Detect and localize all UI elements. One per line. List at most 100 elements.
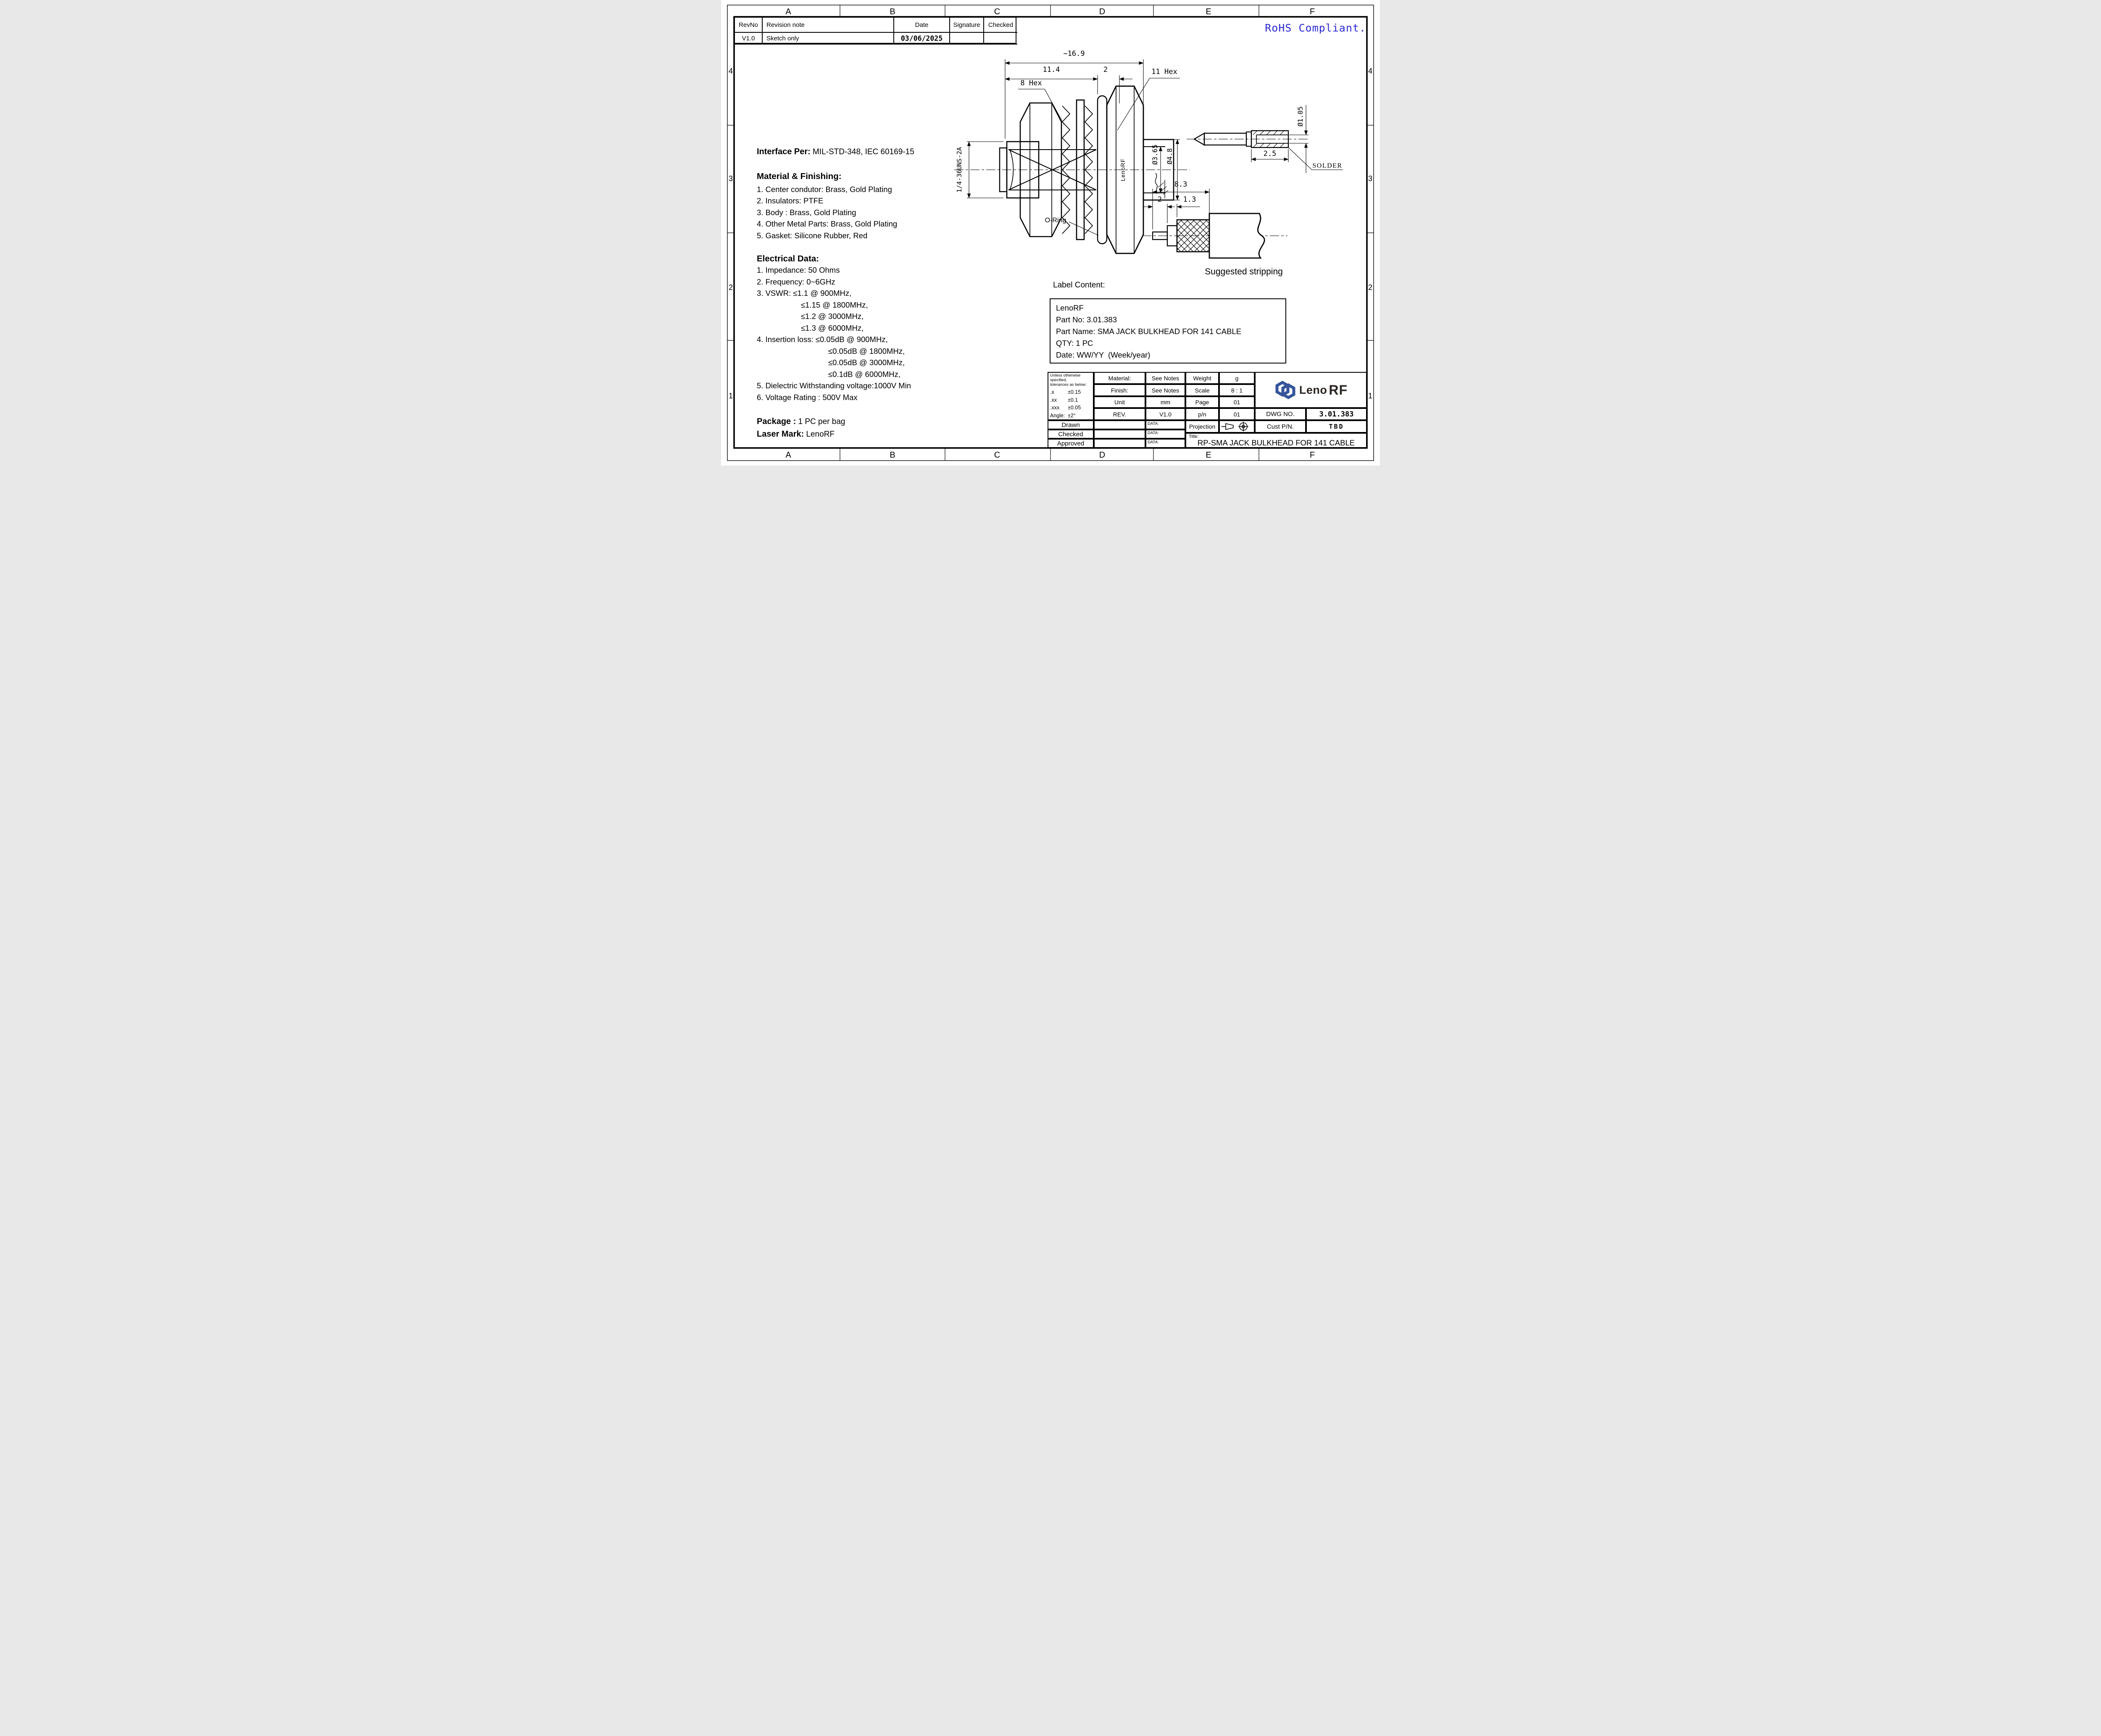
threaded-body (1006, 141, 1040, 199)
electrical-item: 5. Dielectric Withstanding voltage:1000V… (757, 381, 911, 390)
electrical-heading: Electrical Data: (757, 254, 819, 263)
pn-value: 01 (1219, 408, 1255, 420)
cutaway-diagonals (1008, 149, 1097, 190)
approved-date-cell: DATA: (1145, 439, 1185, 448)
tol-value: ±2° (1068, 412, 1076, 419)
tol-key: Angle: (1050, 412, 1065, 419)
electrical-item: ≤0.1dB @ 6000MHz, (828, 370, 900, 379)
logo-text-leno: Leno (1299, 383, 1327, 396)
stripping-caption: Suggested stripping (1205, 267, 1283, 277)
stripping-extension-lines (1152, 189, 1210, 229)
checked-value (984, 33, 1017, 45)
oring-label: O-Ring (1045, 217, 1066, 224)
zone-row-label: 4 (1368, 67, 1372, 75)
tol-key: .xxx (1050, 405, 1060, 411)
sheet-frame: A B C D E F A B C D E F 4 3 2 1 4 3 2 1 (727, 5, 1374, 461)
cup-wall-hatch (1253, 130, 1285, 148)
package-label: Package : (757, 417, 796, 426)
unit-label: Unit (1094, 396, 1145, 408)
material-item: 1. Center condutor: Brass, Gold Plating (757, 185, 892, 194)
checked-date-cell: DATA: (1145, 429, 1185, 439)
leader-hex-small (1018, 89, 1064, 125)
projection-symbol-cell (1219, 420, 1255, 433)
signature-value (950, 33, 984, 45)
drawn-date-cell: DATA: (1145, 420, 1185, 429)
laser-mark-label: Laser Mark: (757, 429, 804, 439)
rohs-compliance-note: RoHS Compliant. (1265, 22, 1366, 34)
electrical-item: 3. VSWR: ≤1.1 @ 900MHz, (757, 289, 852, 298)
lock-washer-teeth-left (1061, 105, 1071, 234)
signature-header: Signature (950, 18, 984, 33)
material-value: See Notes (1145, 372, 1185, 384)
tolerance-box: Unless otherwise specified, tolerances a… (1048, 372, 1094, 420)
material-item: 2. Insulators: PTFE (757, 196, 824, 205)
projection-label: Projection (1185, 420, 1219, 433)
tolerance-row: .xx±0.1 (1050, 397, 1090, 403)
tol-value: ±0.15 (1068, 389, 1081, 395)
zone-row-label: 3 (1368, 174, 1372, 183)
zone-col-label: D (1099, 7, 1105, 16)
brand-mark: LenoRF (1120, 158, 1126, 181)
leader-hex-large (1117, 78, 1180, 131)
electrical-item: ≤1.15 @ 1800MHz, (801, 300, 868, 309)
revision-table: RevNo Revision note Date Signature Check… (734, 17, 1017, 45)
extension-lines (1005, 59, 1144, 139)
weight-label: Weight (1185, 372, 1219, 384)
cable-break-line (1155, 173, 1158, 193)
drawing-title: RP-SMA JACK BULKHEAD FOR 141 CABLE (1197, 438, 1355, 447)
stripping-dimensions (1144, 189, 1210, 229)
lock-washer-teeth-right (1084, 105, 1093, 234)
checked-signature-cell (1094, 429, 1145, 439)
tolerance-note-1: Unless otherwise specified, (1050, 373, 1081, 382)
zone-col-label: C (994, 450, 1000, 460)
zone-row-label: 1 (1368, 392, 1372, 400)
connector-side-view: ~16.9 11.4 2 8 Hex 11 Hex 1/4-36UNS-2A Ø… (954, 50, 1190, 254)
scale-label: Scale (1185, 384, 1219, 396)
title-block: Unless otherwise specified, tolerances a… (1048, 372, 1367, 448)
pn-label: p/n (1185, 408, 1219, 420)
interface-value: MIL-STD-348, IEC 60169-15 (812, 148, 914, 156)
label-content-heading: Label Content: (1053, 281, 1105, 290)
hex-large-text: 11 Hex (1151, 68, 1177, 76)
checked-header: Checked (984, 18, 1017, 33)
laser-mark-value: LenoRF (806, 430, 835, 439)
page-value: 01 (1219, 396, 1255, 408)
label-line: Part Name: SMA JACK BULKHEAD FOR 141 CAB… (1056, 327, 1242, 336)
zone-row-label: 2 (1368, 283, 1372, 292)
hex-small-text: 8 Hex (1020, 79, 1042, 87)
scale-value: 8 : 1 (1219, 384, 1255, 396)
leader-oring (1069, 221, 1099, 236)
zone-col-label: B (890, 450, 895, 460)
leader-solder (1288, 147, 1343, 170)
rev-no-header: RevNo (735, 18, 763, 33)
electrical-item: 1. Impedance: 50 Ohms (757, 266, 840, 274)
drawing-sheet: A B C D E F A B C D E F 4 3 2 1 4 3 2 1 (721, 0, 1380, 466)
material-label: Material: (1094, 372, 1145, 384)
material-item: 5. Gasket: Silicone Rubber, Red (757, 231, 868, 240)
zone-tick-lines (727, 5, 1374, 461)
braid (1176, 219, 1210, 253)
label-content-box: LenoRF Part No: 3.01.383 Part Name: SMA … (1050, 298, 1286, 364)
electrical-item: ≤0.05dB @ 3000MHz, (828, 358, 905, 367)
cup-bore (1256, 134, 1288, 144)
zone-row-label: 1 (729, 392, 733, 400)
tolerance-row: Angle:±2° (1050, 413, 1090, 419)
dia-outer-text: Ø4.8 (1166, 148, 1174, 165)
electrical-item: 2. Frequency: 0~6GHz (757, 277, 835, 286)
material-item: 4. Other Metal Parts: Brass, Gold Platin… (757, 219, 898, 228)
strip-total-text: 8.3 (1174, 180, 1187, 189)
connector-dimensions (967, 59, 1180, 236)
electrical-item: 6. Voltage Rating : 500V Max (757, 393, 858, 402)
title-cell: Title: RP-SMA JACK BULKHEAD FOR 141 CABL… (1185, 433, 1367, 448)
bore-walls (1008, 149, 1096, 191)
drawn-signature-cell (1094, 420, 1145, 429)
tol-value: ±0.05 (1068, 405, 1081, 411)
logo-text-rf: RF (1329, 382, 1348, 398)
dim-overall-text: ~16.9 (1063, 50, 1085, 58)
pin-dia-text: Ø1.05 (1296, 106, 1304, 126)
tolerance-row: .x±0.15 (1050, 389, 1090, 395)
zone-col-label: B (890, 7, 895, 16)
cust-pn-value: TBD (1306, 420, 1367, 433)
dwg-no-label: DWG NO. (1255, 408, 1306, 420)
finish-value: See Notes (1145, 384, 1185, 396)
